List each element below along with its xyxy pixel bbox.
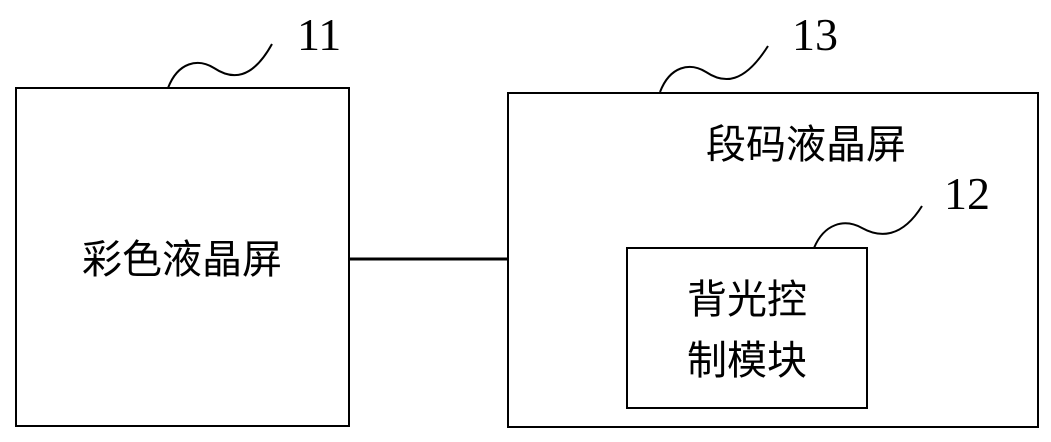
- color-lcd-label: 彩色液晶屏: [82, 237, 282, 283]
- backlight-module-block: 背光控 制模块 12: [627, 168, 990, 408]
- segment-lcd-label: 段码液晶屏: [706, 122, 906, 168]
- backlight-module-label-line1: 背光控: [687, 277, 807, 323]
- backlight-module-ref-number: 12: [944, 168, 990, 219]
- segment-lcd-ref-number: 13: [792, 9, 838, 60]
- backlight-module-box: [627, 248, 867, 408]
- color-lcd-leader-line: [168, 44, 272, 88]
- segment-lcd-leader-line: [660, 46, 768, 92]
- color-lcd-ref-number: 11: [297, 9, 341, 60]
- backlight-module-label-line2: 制模块: [687, 338, 807, 384]
- color-lcd-block: 彩色液晶屏 11: [16, 9, 349, 426]
- backlight-module-leader-line: [814, 206, 922, 248]
